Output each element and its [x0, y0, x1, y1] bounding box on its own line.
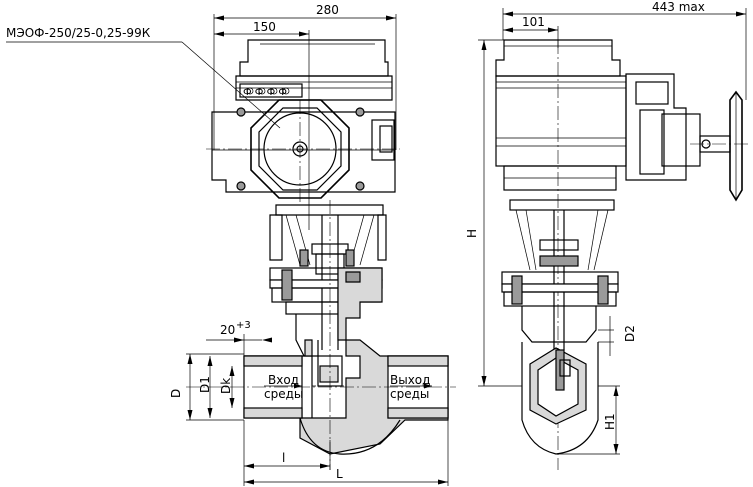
- nameplate-text: Ф Ф Ф Ф: [243, 87, 287, 98]
- inlet-label-2: среды: [264, 387, 303, 401]
- model-label: МЭОФ-250/25-0,25-99К: [6, 26, 151, 40]
- dim-101: 101: [522, 15, 545, 29]
- dim-D1: D1: [198, 376, 212, 393]
- dim-l: l: [282, 451, 285, 465]
- dim-150: 150: [253, 20, 276, 34]
- dim-443: 443 max: [652, 0, 705, 14]
- dim-tolerance: 20: [220, 323, 235, 337]
- dim-280: 280: [316, 3, 339, 17]
- dim-D2: D2: [623, 325, 637, 342]
- dim-L: L: [336, 467, 343, 481]
- inlet-label-1: Вход: [268, 373, 299, 387]
- dim-H1: H1: [603, 413, 617, 430]
- outlet-label-1: Выход: [390, 373, 430, 387]
- dim-tolerance-sup: +3: [236, 320, 251, 331]
- dim-Dk: Dk: [219, 378, 233, 394]
- outlet-label-2: среды: [390, 387, 429, 401]
- side-view: 443 max 101: [465, 0, 750, 470]
- front-view: 280 150 МЭОФ-250/25-0,25-99К Ф Ф Ф Ф: [6, 3, 456, 486]
- dim-H: H: [465, 229, 479, 238]
- dim-D: D: [169, 389, 183, 398]
